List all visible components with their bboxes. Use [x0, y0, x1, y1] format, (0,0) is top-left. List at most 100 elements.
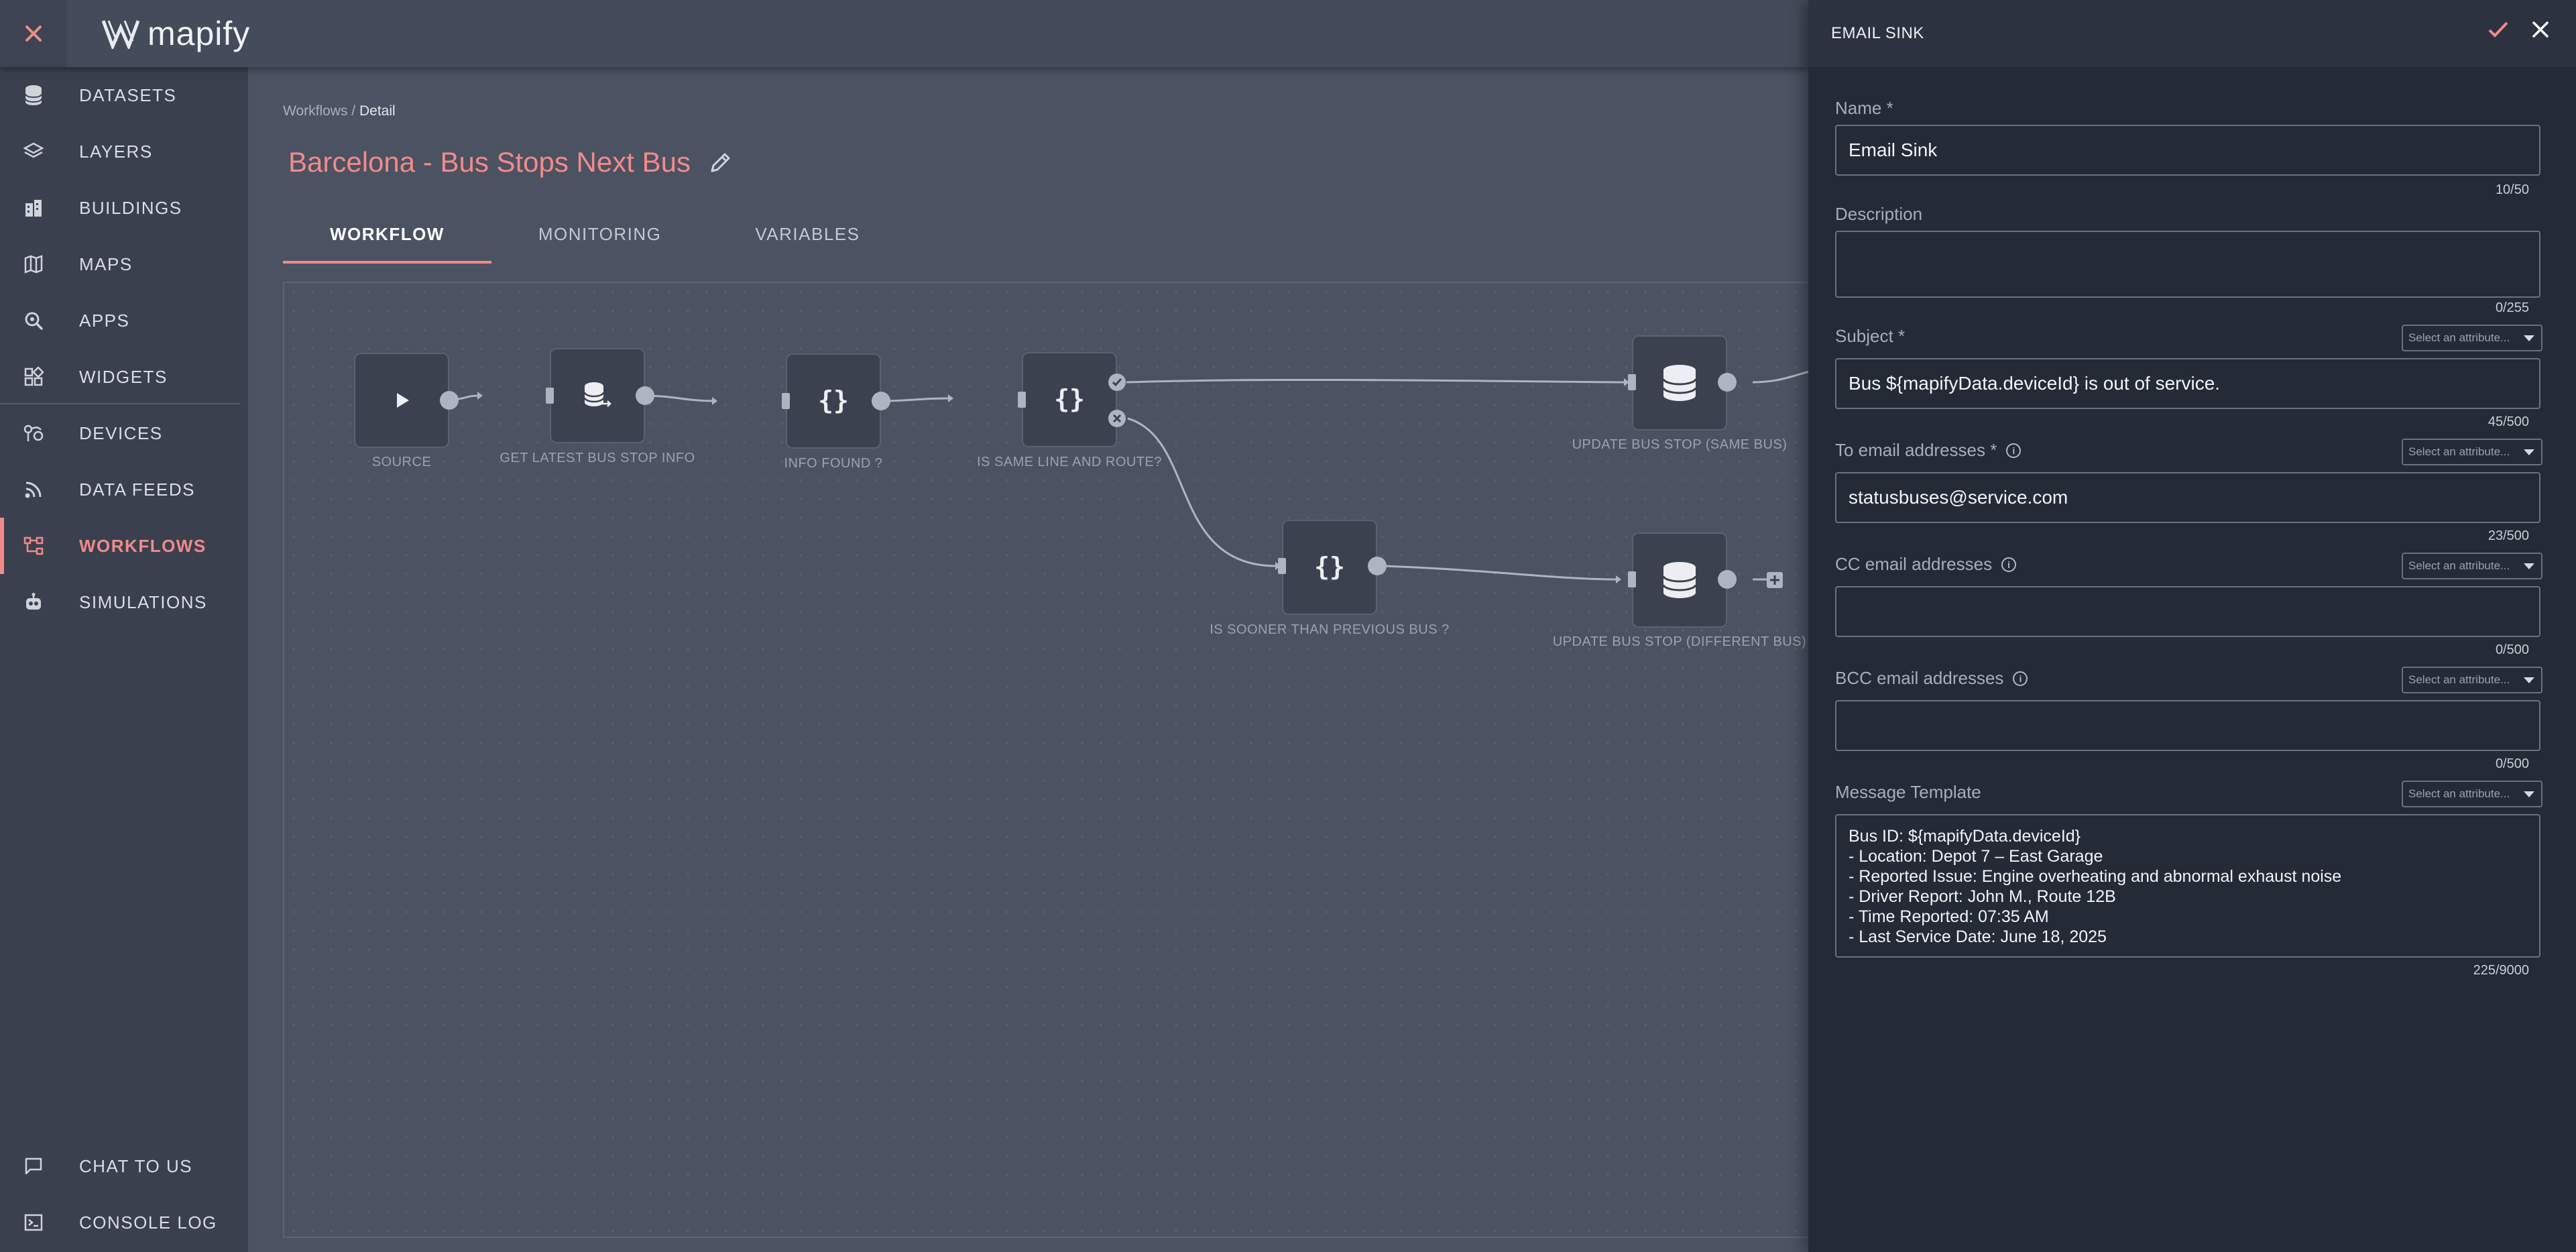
sidebar-item-workflows[interactable]: WORKFLOWS [0, 518, 248, 574]
info-icon[interactable]: i [2001, 557, 2017, 572]
tab-variables[interactable]: VARIABLES [755, 223, 860, 244]
database-fetch-icon [583, 382, 611, 407]
input-port[interactable] [1278, 558, 1286, 574]
select-placeholder: Select an attribute... [2408, 559, 2510, 572]
true-branch-check-icon[interactable] [1108, 373, 1126, 392]
node-is-same-line-and-route[interactable]: {} [1022, 352, 1117, 447]
sidebar-item-apps[interactable]: APPS [0, 292, 248, 349]
input-port[interactable] [782, 393, 790, 409]
sidebar-item-chat-to-us[interactable]: CHAT TO US [0, 1138, 248, 1194]
bcc-label-text: BCC email addresses [1835, 668, 2004, 688]
breadcrumb-parent[interactable]: Workflows [283, 103, 348, 119]
to-attribute-select[interactable]: Select an attribute... [2402, 439, 2542, 465]
subject-counter: 45/500 [2487, 414, 2529, 429]
buildings-icon [21, 196, 46, 220]
app-logo[interactable]: mapify [102, 15, 250, 52]
apps-icon [21, 308, 46, 333]
to-input[interactable]: statusbuses@service.com [1835, 472, 2540, 523]
node-update-bus-stop-different-bus[interactable] [1632, 532, 1727, 628]
message-template-counter: 225/9000 [2473, 963, 2529, 978]
breadcrumb: Workflows / Detail [283, 103, 396, 119]
workflow-canvas[interactable]: SOURCE GET LATEST BUS STOP INFO {} INFO … [283, 282, 1810, 1238]
input-port[interactable] [1018, 392, 1026, 408]
node-source[interactable] [354, 353, 449, 448]
sidebar-item-data-feeds[interactable]: DATA FEEDS [0, 461, 248, 518]
bcc-attribute-select[interactable]: Select an attribute... [2402, 667, 2542, 693]
braces-icon: {} [818, 386, 849, 415]
layers-icon [21, 139, 46, 164]
output-port[interactable] [872, 392, 890, 410]
select-placeholder: Select an attribute... [2408, 445, 2510, 458]
title-row: Barcelona - Bus Stops Next Bus [288, 146, 732, 178]
subject-attribute-select[interactable]: Select an attribute... [2402, 325, 2542, 351]
sidebar-item-widgets[interactable]: WIDGETS [0, 349, 248, 405]
chevron-down-icon [2524, 449, 2534, 455]
false-branch-cross-icon[interactable] [1108, 409, 1126, 428]
sidebar-item-layers[interactable]: LAYERS [0, 123, 248, 180]
chevron-down-icon [2524, 563, 2534, 569]
input-port[interactable] [1628, 571, 1636, 587]
info-icon[interactable]: i [2013, 671, 2028, 686]
close-button[interactable] [0, 0, 67, 67]
input-port[interactable] [546, 388, 554, 404]
sidebar-item-label: DEVICES [79, 422, 163, 443]
sidebar-item-label: WIDGETS [79, 366, 168, 387]
braces-icon: {} [1314, 553, 1345, 581]
sidebar-item-maps[interactable]: MAPS [0, 236, 248, 292]
sidebar: DATASETS LAYERS BUILDINGS MAPS APPS WIDG… [0, 67, 248, 1252]
chevron-down-icon [2524, 335, 2534, 341]
description-input[interactable] [1835, 231, 2540, 298]
database-icon [1662, 365, 1697, 401]
subject-input[interactable]: Bus ${mapifyData.deviceId} is out of ser… [1835, 358, 2540, 409]
message-template-input[interactable]: Bus ID: ${mapifyData.deviceId} - Locatio… [1835, 814, 2540, 958]
confirm-check-icon[interactable] [2487, 20, 2509, 39]
chat-icon [21, 1154, 46, 1178]
node-label: INFO FOUND ? [784, 456, 883, 471]
tab-workflow[interactable]: WORKFLOW [283, 205, 491, 264]
cc-input[interactable] [1835, 586, 2540, 637]
output-port[interactable] [636, 386, 654, 405]
info-icon[interactable]: i [2006, 443, 2022, 458]
tab-monitoring[interactable]: MONITORING [538, 223, 662, 244]
svg-text:{}: {} [1314, 553, 1345, 581]
sidebar-item-simulations[interactable]: SIMULATIONS [0, 574, 248, 630]
output-port[interactable] [1718, 570, 1737, 589]
output-port[interactable] [1368, 557, 1387, 575]
select-placeholder: Select an attribute... [2408, 673, 2510, 686]
node-label: UPDATE BUS STOP (DIFFERENT BUS) [1552, 634, 1807, 649]
tab-bar: WORKFLOW MONITORING VARIABLES [283, 205, 906, 264]
add-node-plus-icon[interactable] [1766, 571, 1783, 589]
svg-text:{}: {} [818, 386, 849, 415]
node-info-found[interactable]: {} [786, 353, 881, 449]
output-port[interactable] [1718, 373, 1737, 392]
message-attribute-select[interactable]: Select an attribute... [2402, 781, 2542, 807]
node-is-sooner-than-previous-bus[interactable]: {} [1282, 520, 1377, 615]
devices-icon [21, 421, 46, 445]
database-icon [1662, 562, 1697, 598]
sidebar-item-buildings[interactable]: BUILDINGS [0, 180, 248, 236]
node-get-latest-bus-stop-info[interactable] [550, 348, 645, 443]
node-label: IS SAME LINE AND ROUTE? [976, 455, 1163, 469]
edit-pencil-icon[interactable] [709, 151, 732, 174]
close-panel-icon[interactable] [2532, 21, 2549, 38]
play-icon [397, 393, 409, 408]
arrow-head [477, 392, 483, 400]
name-input[interactable]: Email Sink [1835, 125, 2540, 176]
node-label: GET LATEST BUS STOP INFO [500, 451, 695, 465]
arrow-head [1624, 378, 1629, 386]
to-label: To email addresses *i [1835, 440, 2022, 461]
cc-label-text: CC email addresses [1835, 554, 1993, 574]
sidebar-item-label: LAYERS [79, 141, 153, 162]
bcc-input[interactable] [1835, 700, 2540, 751]
node-update-bus-stop-same-bus[interactable] [1632, 335, 1727, 431]
select-placeholder: Select an attribute... [2408, 787, 2510, 800]
input-port[interactable] [1628, 374, 1636, 390]
sidebar-item-devices[interactable]: DEVICES [0, 405, 248, 461]
cc-attribute-select[interactable]: Select an attribute... [2402, 553, 2542, 579]
sidebar-item-label: WORKFLOWS [79, 535, 207, 556]
sidebar-item-console-log[interactable]: CONSOLE LOG [0, 1194, 248, 1251]
svg-text:{}: {} [1054, 385, 1085, 414]
node-label: IS SOONER THAN PREVIOUS BUS ? [1210, 622, 1450, 637]
sidebar-item-datasets[interactable]: DATASETS [0, 67, 248, 123]
output-port[interactable] [440, 391, 459, 410]
